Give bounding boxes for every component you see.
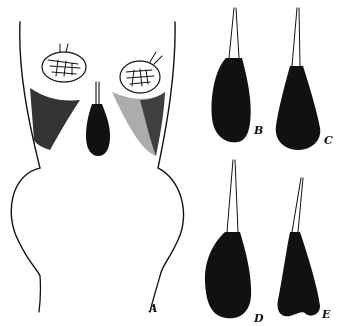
panel-c-specimen: C <box>276 8 333 150</box>
central-organ <box>86 82 110 156</box>
label-e: E <box>321 308 331 321</box>
specimen-c-body <box>276 66 320 150</box>
panel-d-specimen: D <box>205 160 264 325</box>
specimen-d-body <box>205 232 251 318</box>
label-a: A <box>148 302 158 315</box>
right-organ-stalk <box>150 52 162 64</box>
right-organ-inner <box>126 69 154 86</box>
specimen-e-tip <box>292 178 303 232</box>
central-organ-bulb <box>86 104 110 156</box>
left-shaded-patch <box>30 88 80 150</box>
label-c: C <box>324 134 333 147</box>
specimen-d-tip <box>227 160 238 232</box>
left-organ <box>42 44 86 82</box>
specimen-c-tip <box>292 8 300 66</box>
larva-abdomen-outline <box>11 168 183 276</box>
specimen-b-body <box>212 58 251 142</box>
panel-a-larva: A <box>11 22 183 315</box>
left-organ-inner <box>48 60 80 76</box>
label-d: D <box>253 312 264 325</box>
panel-e-specimen: E <box>278 178 332 321</box>
label-b: B <box>253 124 263 137</box>
larva-tail-outline <box>39 276 160 312</box>
specimen-e-body <box>278 232 321 316</box>
right-organ <box>120 52 162 93</box>
panel-b-specimen: B <box>212 8 264 142</box>
specimen-b-tip <box>229 8 239 58</box>
left-organ-stalk <box>60 44 68 52</box>
central-organ-tube <box>96 82 99 104</box>
